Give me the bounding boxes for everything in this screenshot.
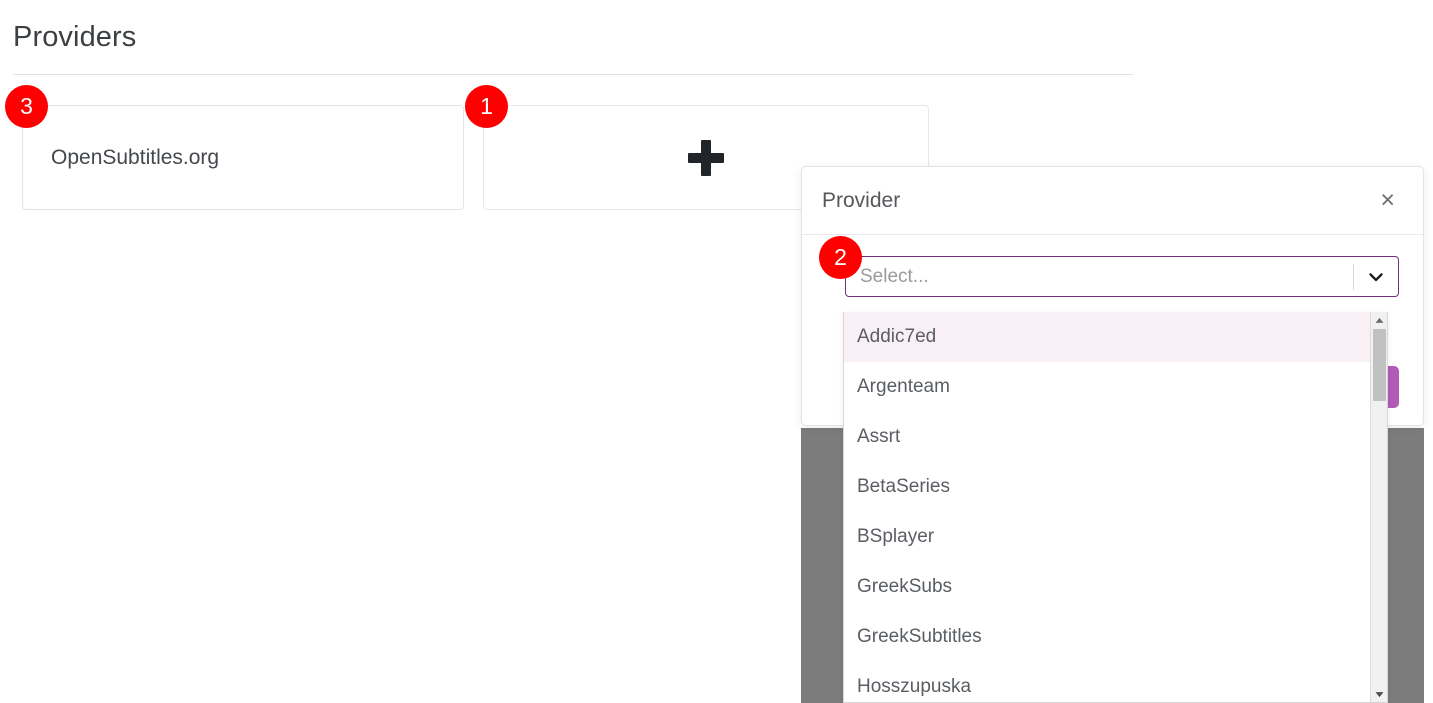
scrollbar-thumb[interactable] [1373, 329, 1386, 401]
dropdown-option-label: BetaSeries [857, 476, 950, 497]
provider-card-label: OpenSubtitles.org [51, 145, 220, 169]
annotation-marker-1: 1 [465, 85, 508, 128]
dropdown-option[interactable]: GreekSubtitles [844, 612, 1372, 662]
dropdown-option-label: Assrt [857, 426, 901, 447]
dropdown-option[interactable]: GreekSubs [844, 562, 1372, 612]
annotation-marker-2: 2 [819, 236, 862, 279]
dropdown-option-label: BSplayer [857, 526, 935, 547]
close-icon[interactable]: × [1376, 186, 1399, 215]
chevron-down-icon[interactable] [1354, 266, 1398, 288]
dropdown-option-label: Hosszupuska [857, 676, 972, 697]
dropdown-option[interactable]: Addic7ed [844, 312, 1372, 362]
dropdown-option-label: Addic7ed [857, 326, 937, 347]
modal-body: Select... [802, 235, 1423, 297]
plus-icon [688, 139, 724, 176]
page-title: Providers [13, 21, 137, 53]
modal-header: Provider × [802, 167, 1423, 235]
dropdown-option[interactable]: Hosszupuska [844, 662, 1372, 702]
annotation-marker-3: 3 [5, 85, 48, 128]
provider-card-opensubtitles[interactable]: OpenSubtitles.org [22, 105, 464, 210]
dropdown-option[interactable]: BSplayer [844, 512, 1372, 562]
select-placeholder: Select... [860, 265, 929, 287]
provider-select[interactable]: Select... [845, 256, 1399, 297]
dropdown-option-label: GreekSubs [857, 576, 953, 597]
modal-title: Provider [822, 188, 901, 212]
dropdown-option[interactable]: Argenteam [844, 362, 1372, 412]
dropdown-option[interactable]: Assrt [844, 412, 1372, 462]
scroll-down-arrow-icon[interactable] [1371, 686, 1387, 702]
dropdown-option[interactable]: BetaSeries [844, 462, 1372, 512]
dropdown-option-label: GreekSubtitles [857, 626, 982, 647]
select-divider [1353, 263, 1354, 290]
scroll-up-arrow-icon[interactable] [1371, 312, 1387, 329]
dropdown-scrollbar[interactable] [1370, 312, 1387, 702]
title-divider [13, 74, 1133, 75]
dropdown-option-label: Argenteam [857, 376, 950, 397]
